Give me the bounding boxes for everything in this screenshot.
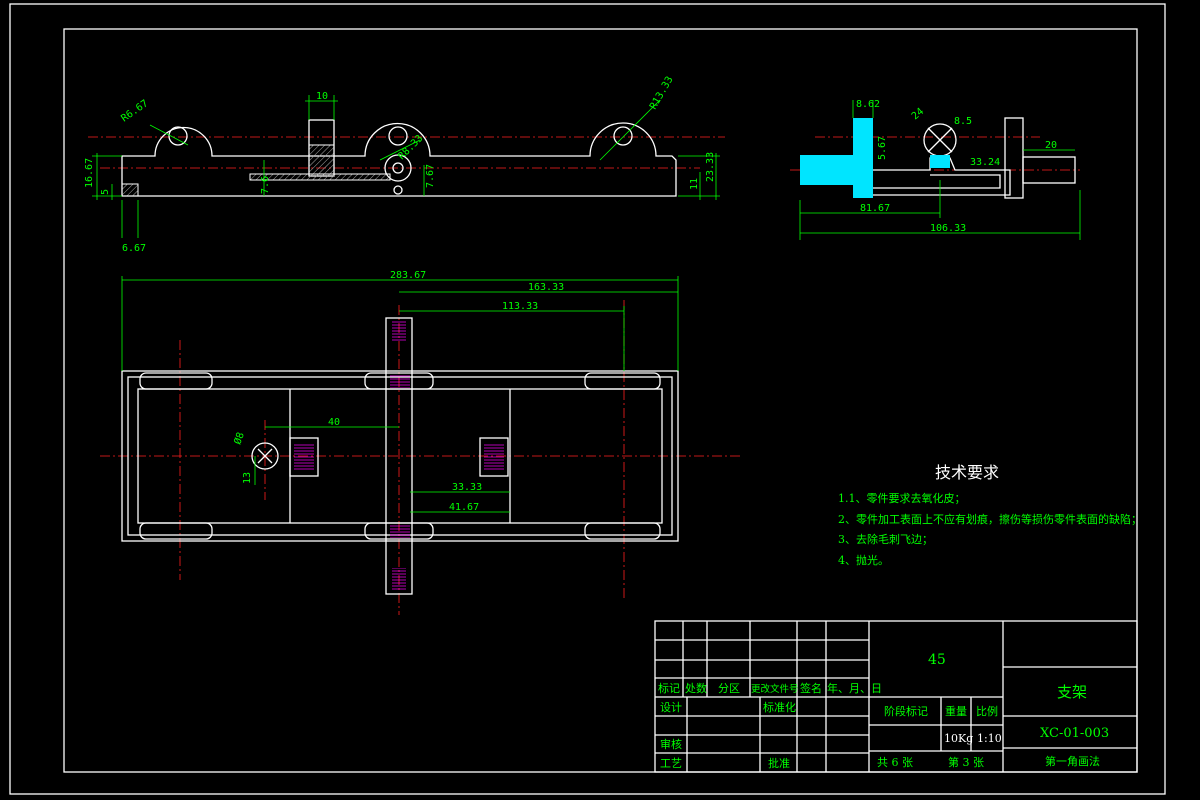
tb-stage-mark: 阶段标记 bbox=[884, 704, 928, 718]
dim-side-top: 8.62 bbox=[856, 99, 880, 110]
dim-side-small: 5.67 bbox=[877, 136, 888, 160]
note-item-3: 3、去除毛刺飞边； bbox=[838, 532, 933, 546]
dim-top-dia: Ø8 bbox=[232, 431, 247, 446]
tb-drawing-number: XC-01-003 bbox=[1040, 726, 1109, 741]
dim-front-radius-right: R13.33 bbox=[648, 75, 676, 112]
dim-top-r: 13 bbox=[242, 472, 253, 484]
inner-border bbox=[63, 28, 1138, 773]
tb-design: 设计 bbox=[660, 701, 682, 714]
tb-scale-value: 1:10 bbox=[977, 732, 1002, 745]
dim-front-top-width: 10 bbox=[316, 91, 328, 102]
dim-front-hole-radius: R6.67 bbox=[119, 98, 150, 124]
dim-side-bottom-a: 81.67 bbox=[860, 203, 890, 214]
technical-requirements: 技术要求 1.1、零件要求去氧化皮； 2、零件加工表面上不应有划痕，擦伤等损伤零… bbox=[838, 463, 1142, 567]
tb-header-mark: 标记 bbox=[658, 681, 680, 695]
dim-top-right-span: 163.33 bbox=[528, 282, 564, 293]
tb-part-name: 支架 bbox=[1057, 683, 1087, 701]
dim-front-right-a: 11 bbox=[689, 178, 700, 190]
tb-sheet-number: 第 3 张 bbox=[948, 755, 984, 769]
dim-front-left-small: 5 bbox=[100, 189, 111, 195]
dim-top-small-b: 41.67 bbox=[449, 502, 479, 513]
dim-side-right: 20 bbox=[1045, 140, 1057, 151]
dim-top-overall: 283.67 bbox=[390, 270, 426, 281]
tb-header-sign: 签名 bbox=[800, 681, 822, 695]
outer-border bbox=[9, 3, 1166, 795]
tb-weight-value: 10Kg bbox=[944, 732, 973, 745]
title-block: 标记 处数 分区 更改文件号 签名 年、月、日 设计 标准化 审核 工艺 批准 … bbox=[654, 620, 1138, 773]
tb-material: 45 bbox=[928, 652, 946, 668]
dim-front-step2: 7.6 bbox=[260, 176, 271, 194]
dim-top-inner-span: 113.33 bbox=[502, 301, 538, 312]
side-section-post bbox=[853, 118, 873, 198]
tb-approve: 批准 bbox=[768, 756, 790, 770]
dim-top-small-a: 33.33 bbox=[452, 482, 482, 493]
tb-header-change-doc: 更改文件号 bbox=[751, 683, 799, 695]
tb-header-date: 年、月、日 bbox=[827, 681, 882, 695]
dim-front-step: 7.67 bbox=[425, 164, 436, 188]
tb-total-sheets: 共 6 张 bbox=[877, 756, 913, 769]
tb-header-count: 处数 bbox=[685, 682, 707, 695]
dim-front-left-height: 16.67 bbox=[84, 158, 95, 188]
note-item-4: 4、抛光。 bbox=[838, 553, 889, 567]
dim-side-dia: 24 bbox=[910, 106, 926, 122]
dim-front-left-bottom: 6.67 bbox=[122, 243, 146, 254]
side-section-stem bbox=[800, 155, 853, 185]
side-view: 8.62 5.67 33.24 24 8.5 20 81.67 106.33 bbox=[790, 99, 1081, 240]
dim-front-right-b: 23.33 bbox=[705, 152, 716, 182]
notes-title: 技术要求 bbox=[935, 463, 999, 482]
note-item-1: 1.1、零件要求去氧化皮； bbox=[838, 491, 966, 505]
note-item-2: 2、零件加工表面上不应有划痕，擦伤等损伤零件表面的缺陷； bbox=[838, 512, 1142, 526]
tb-standard: 标准化 bbox=[763, 700, 796, 714]
front-view: 10 R6.67 R13.33 R8.33 16.67 5 6.67 7.67 … bbox=[84, 75, 725, 254]
dim-side-dia2: 8.5 bbox=[954, 116, 972, 127]
dim-front-radius-mid: R8.33 bbox=[396, 133, 425, 162]
dim-top-hole: 40 bbox=[328, 417, 340, 428]
dim-side-bottom-b: 106.33 bbox=[930, 223, 966, 234]
top-view: 283.67 163.33 113.33 40 33.33 41.67 Ø8 1… bbox=[100, 270, 740, 615]
tb-process: 工艺 bbox=[660, 757, 682, 770]
tb-weight-label: 重量 bbox=[945, 704, 967, 718]
tb-header-zone: 分区 bbox=[718, 682, 740, 695]
tb-review: 审核 bbox=[660, 737, 682, 751]
tb-projection: 第一角画法 bbox=[1045, 754, 1100, 768]
tb-scale-label: 比例 bbox=[976, 704, 998, 718]
dim-side-mid: 33.24 bbox=[970, 157, 1000, 168]
